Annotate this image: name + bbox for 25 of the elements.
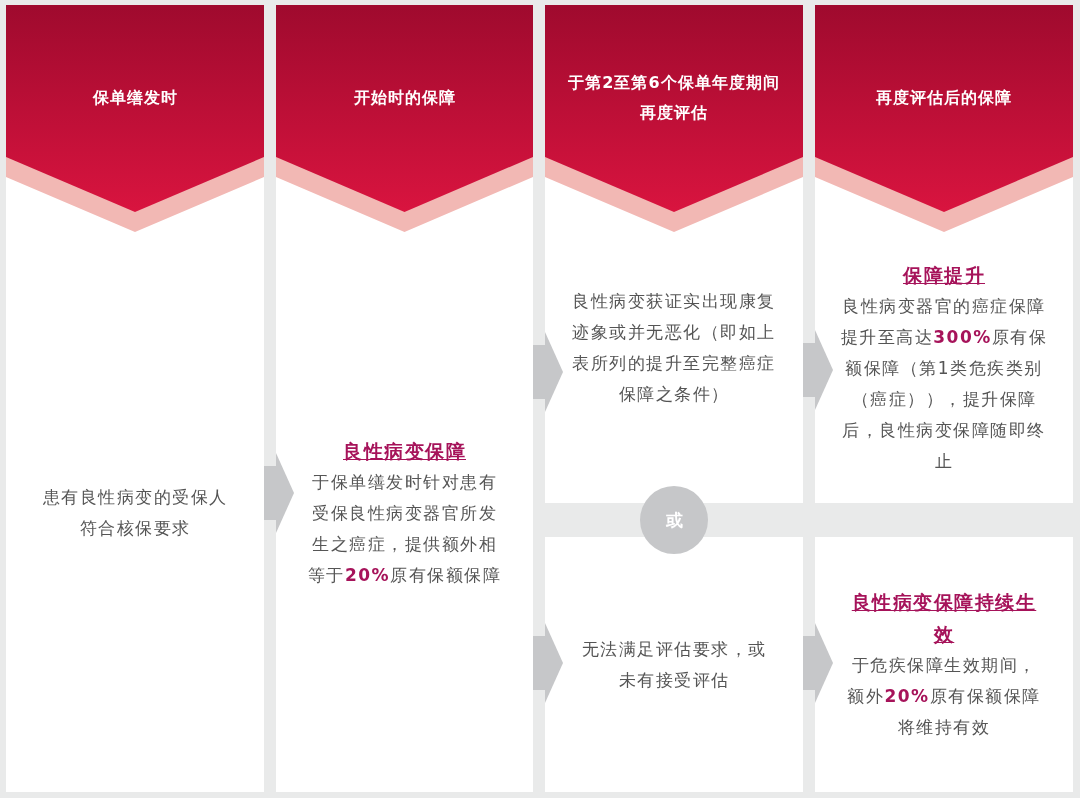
- badge-text: 或: [665, 508, 683, 532]
- arrow: [264, 453, 294, 533]
- info-box: [815, 537, 1073, 792]
- description: 无法满足评估要求，或未有接受评估: [580, 637, 768, 692]
- heading: 良性病变保障持续生效: [850, 590, 1038, 647]
- description: 良性病变获证实出现康复迹象或并无恶化（即如上表所列的提升至完整癌症保障之条件）: [571, 290, 777, 406]
- description: 于危疾保障生效期间，额外20%原有保额保障将维持有效: [846, 654, 1042, 739]
- header-text: 开始时的保障: [353, 86, 456, 109]
- info-box: [6, 233, 264, 792]
- header-text: 于第2至第6个保单年度期间再度评估: [567, 71, 781, 124]
- info-box: [545, 537, 803, 792]
- description: 患有良性病变的受保人符合核保要求: [41, 485, 229, 540]
- description: 良性病变器官的癌症保障提升至高达300%原有保额保障（第1类危疾类别（癌症）），提升保障后，良性病变保障随即终止: [839, 295, 1049, 473]
- info-box: [815, 233, 1073, 503]
- info-box: [545, 233, 803, 503]
- heading: 良性病变保障: [343, 438, 466, 464]
- arrow: [803, 330, 833, 410]
- info-box: [276, 233, 533, 792]
- description: 于保单缮发时针对患有受保良性病变器官所发生之癌症，提供额外相等于20%原有保额保障: [306, 470, 503, 587]
- header-text: 再度评估后的保障: [876, 86, 1012, 109]
- arrow: [533, 332, 563, 412]
- arrow: [533, 623, 563, 703]
- heading: 保障提升: [903, 263, 985, 288]
- arrow: [803, 623, 833, 703]
- header-text: 保单缮发时: [92, 86, 178, 109]
